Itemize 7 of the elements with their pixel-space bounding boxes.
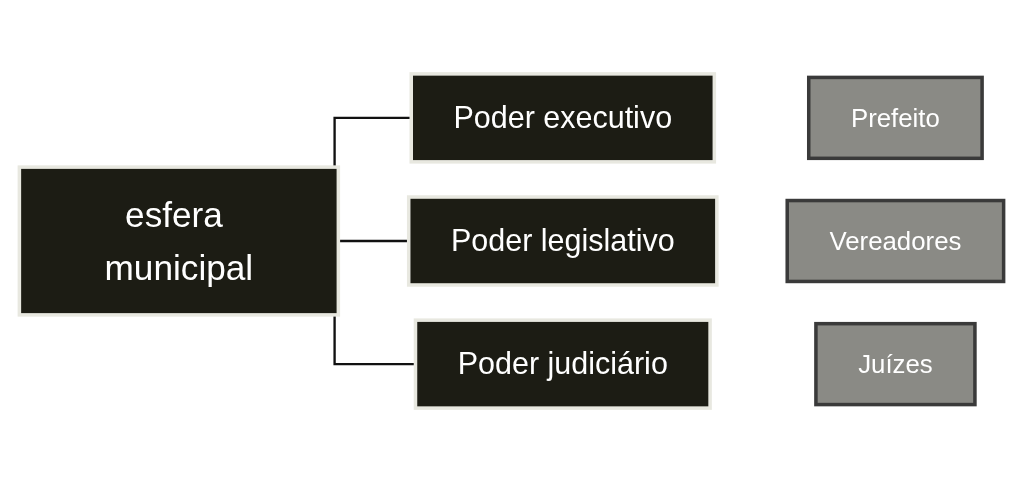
node-box: Vereadores xyxy=(785,198,1006,284)
node-box: Prefeito xyxy=(807,75,984,161)
node-box: Juízes xyxy=(814,321,977,407)
node-box: Poder legislativo xyxy=(406,195,719,287)
node-box: esfera municipal xyxy=(17,165,341,317)
node-box: Poder executivo xyxy=(409,72,717,164)
node-box: Poder judiciário xyxy=(413,318,712,410)
